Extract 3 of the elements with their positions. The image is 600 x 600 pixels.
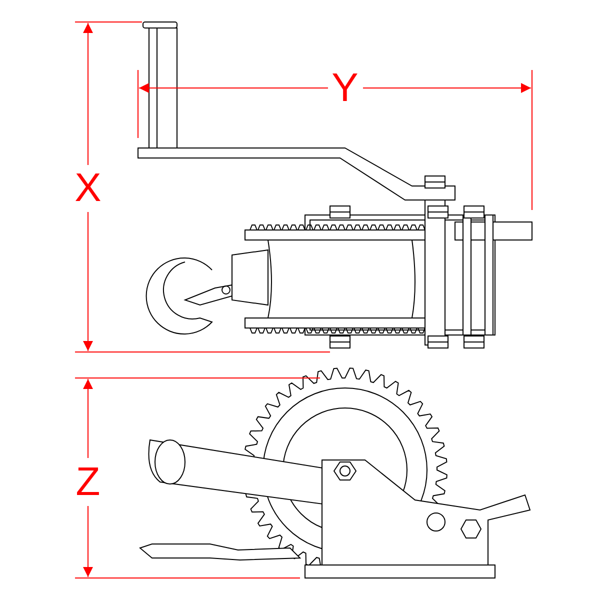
dimension-label: X	[74, 168, 102, 208]
dimension-label: Y	[332, 68, 358, 108]
dimension-label: Z	[76, 462, 100, 502]
